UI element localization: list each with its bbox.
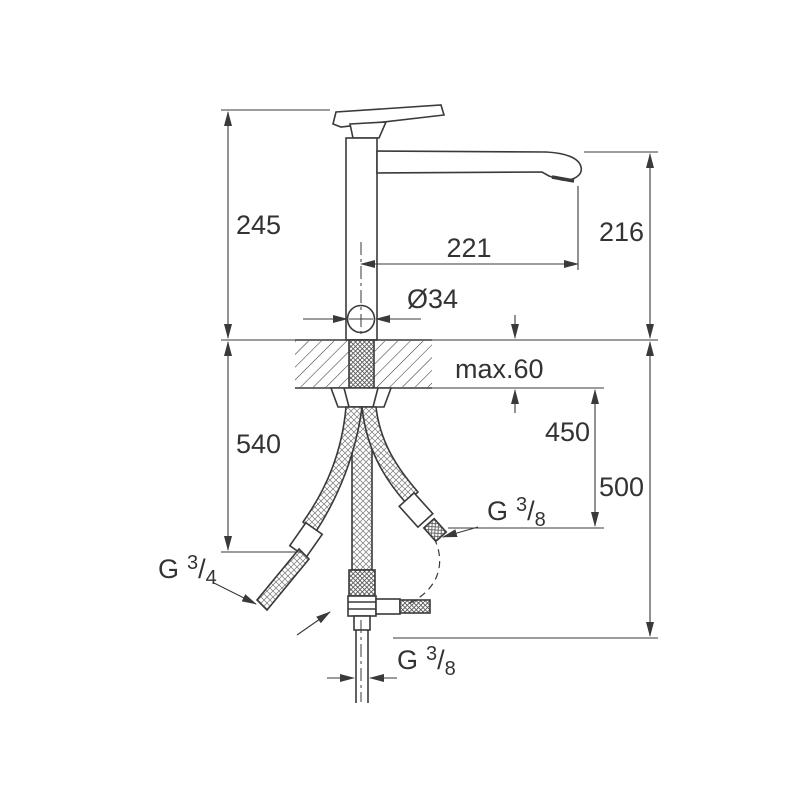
thread-numerator: 3 xyxy=(187,552,198,574)
nut-face-line xyxy=(343,387,350,408)
thread-denominator: 4 xyxy=(206,567,217,589)
dim-label-hole: Ø34 xyxy=(407,284,458,314)
faucet-neck xyxy=(349,121,388,139)
dim-label-216: 216 xyxy=(599,217,644,247)
dim-label-245: 245 xyxy=(236,210,281,240)
dimension-221: 221 xyxy=(360,233,579,268)
dimension-216: 216 xyxy=(599,153,654,339)
faucet-lever xyxy=(332,104,446,128)
supply-hose-left xyxy=(255,406,363,612)
leader-arrow xyxy=(213,582,257,605)
supply-hose-center xyxy=(347,406,377,703)
thread-slash: / xyxy=(198,554,206,584)
union-nut xyxy=(347,595,377,617)
dimension-max60: max.60 xyxy=(455,315,544,413)
tee-leader-arrow xyxy=(296,611,331,636)
swing-path-dashed xyxy=(405,537,441,606)
thread-g: G xyxy=(158,554,179,584)
dimension-540: 540 xyxy=(224,341,281,551)
dimensions: 245 540 216 500 450 221 xyxy=(158,109,658,682)
dim-label-500: 500 xyxy=(599,472,644,502)
thread-denominator: 8 xyxy=(445,658,456,680)
faucet-drawing xyxy=(255,104,583,703)
right-hose-nipple xyxy=(422,517,448,543)
dim-label-540: 540 xyxy=(236,429,281,459)
tee-fitting xyxy=(375,598,431,615)
leader-arrow xyxy=(442,526,479,538)
center-lines xyxy=(349,242,441,702)
dimension-450: 450 xyxy=(545,389,599,527)
tee-arm xyxy=(375,598,401,615)
nut-face-line xyxy=(372,387,379,408)
nut-body xyxy=(329,387,393,408)
thread-numerator: 3 xyxy=(426,643,437,665)
thread-slash: / xyxy=(437,645,445,675)
faucet-spout xyxy=(376,150,583,181)
thread-g: G xyxy=(397,645,418,675)
right-hose-fitting xyxy=(398,491,434,529)
tee-threaded-outlet xyxy=(399,599,431,614)
dim-label-max60: max.60 xyxy=(455,354,544,384)
dimension-500: 500 xyxy=(599,341,654,637)
pipe-connector xyxy=(353,615,371,631)
supply-hose-right xyxy=(361,406,448,543)
dim-label-221: 221 xyxy=(446,233,491,263)
left-hose-end xyxy=(255,547,311,612)
threaded-shank xyxy=(348,339,375,389)
threaded-adapter xyxy=(348,569,376,597)
mounting-nut xyxy=(329,387,393,408)
thread-g: G xyxy=(487,496,508,526)
thread-slash: / xyxy=(527,496,535,526)
dim-label-450: 450 xyxy=(545,417,590,447)
dimension-245: 245 xyxy=(224,111,281,339)
spout-aerator xyxy=(551,175,575,183)
thread-denominator: 8 xyxy=(535,509,546,531)
dimension-hole-diameter: Ø34 xyxy=(303,284,458,323)
thread-numerator: 3 xyxy=(516,494,527,516)
